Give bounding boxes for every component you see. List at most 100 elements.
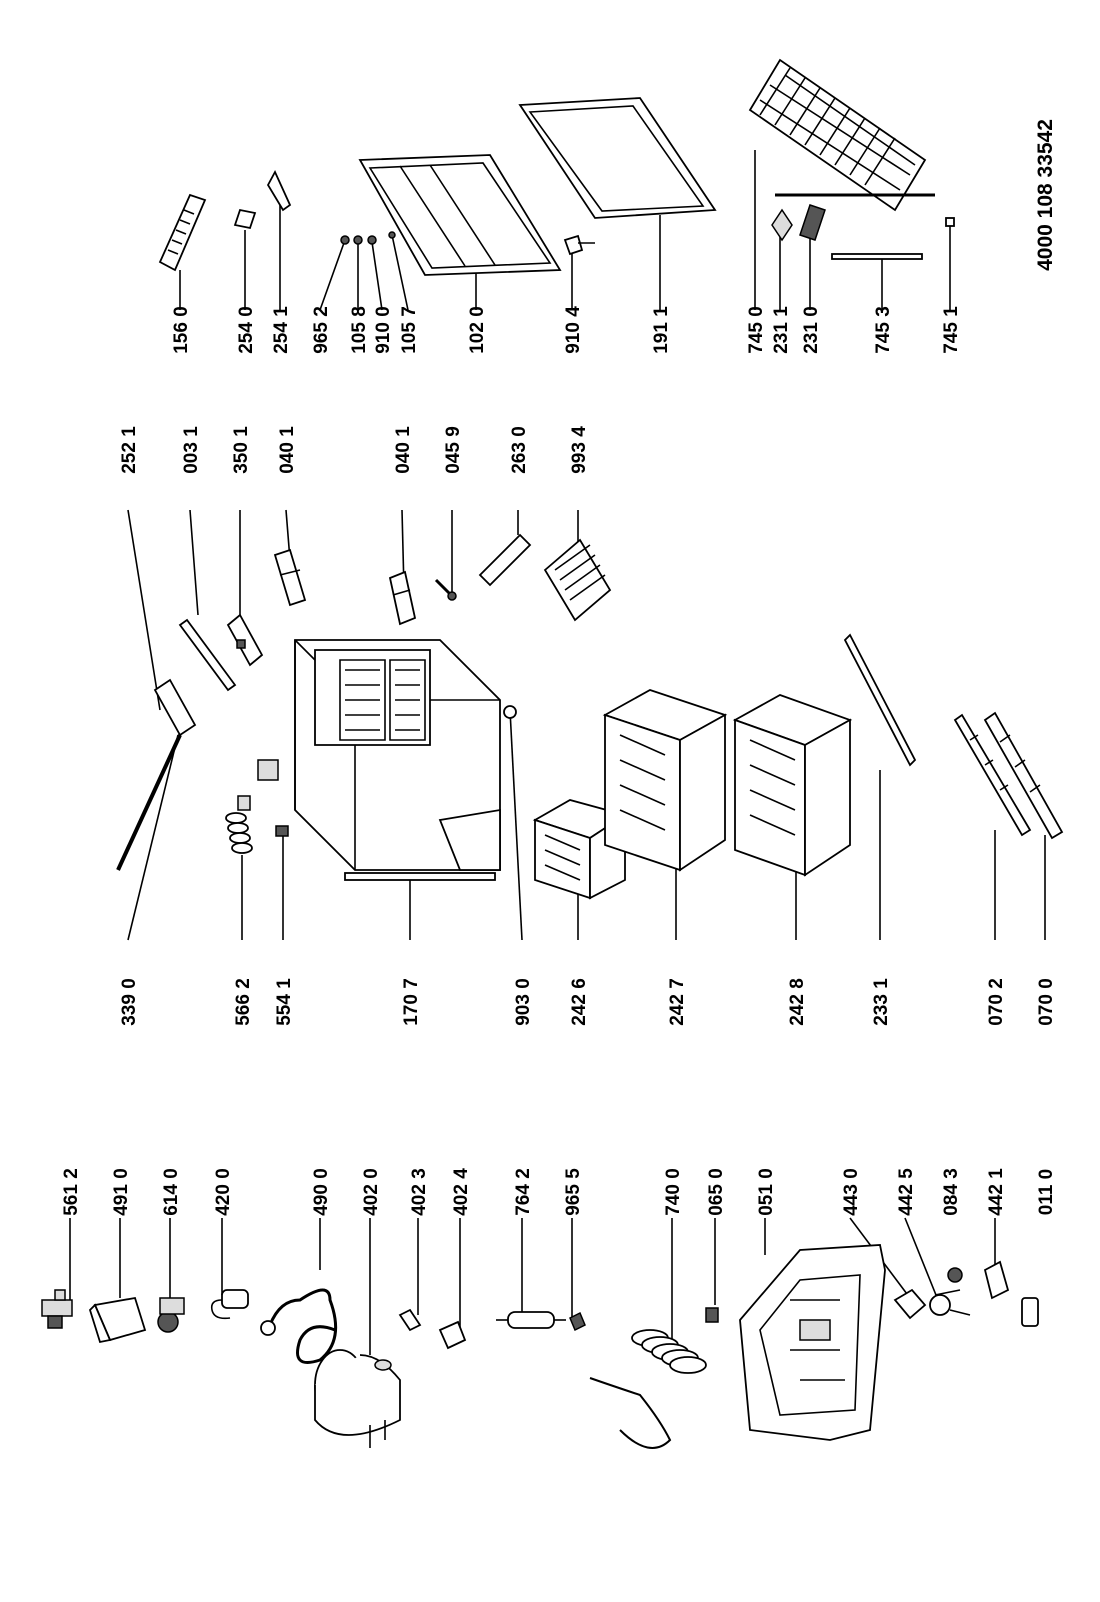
part-label-614-0: 614 0 [161, 1168, 182, 1216]
door-handle-part [266, 169, 292, 212]
small-drawer-part [532, 799, 628, 900]
ice-tray-part [158, 193, 207, 272]
grille-upper-part [953, 713, 1032, 837]
screw-part [434, 578, 457, 601]
part-label-242-8: 242 8 [787, 978, 808, 1026]
part-label-965-5: 965 5 [563, 1168, 584, 1216]
part-label-105-8: 105 8 [349, 306, 370, 354]
part-label-263-0: 263 0 [509, 426, 530, 474]
part-label-402-3: 402 3 [409, 1168, 430, 1216]
part-label-040-1: 040 1 [393, 426, 414, 474]
part-label-910-0: 910 0 [373, 306, 394, 354]
part-label-105-7: 105 7 [399, 306, 420, 354]
capacitor-part [210, 1289, 249, 1320]
valve-part [569, 1311, 586, 1332]
bracket-part [438, 1320, 467, 1350]
part-label-231-0: 231 0 [801, 306, 822, 354]
power-cable-part [260, 1288, 338, 1364]
evaporator-bar-part [831, 253, 923, 260]
part-label-156-0: 156 0 [171, 306, 192, 354]
fan-bracket-part [983, 1260, 1010, 1300]
control-panel-part [153, 678, 197, 737]
compressor-part [314, 1349, 401, 1448]
cabinet-body-part [257, 639, 501, 871]
shelf-support-part [478, 533, 532, 587]
drip-tray-part [799, 204, 826, 241]
part-label-490-0: 490 0 [311, 1168, 332, 1216]
small-cap-part [945, 217, 955, 227]
drier-part [496, 1311, 566, 1329]
door-panel-part [358, 154, 562, 276]
part-label-070-2: 070 2 [986, 978, 1007, 1026]
condenser-coil-part [589, 1329, 707, 1449]
part-label-420-0: 420 0 [213, 1168, 234, 1216]
nut-part [947, 1267, 963, 1283]
part-label-242-6: 242 6 [569, 978, 590, 1026]
parts-mid-right-col [153, 533, 612, 737]
part-label-070-0: 070 0 [1036, 978, 1057, 1026]
part-label-442-1: 442 1 [986, 1168, 1007, 1216]
part-label-191-1: 191 1 [651, 306, 672, 354]
rail-part [843, 633, 917, 767]
part-label-740-0: 740 0 [663, 1168, 684, 1216]
part-label-745-3: 745 3 [873, 306, 894, 354]
part-label-443-0: 443 0 [841, 1168, 862, 1216]
part-label-339-0: 339 0 [119, 978, 140, 1026]
parts-left-col [41, 1244, 1039, 1449]
part-label-566-2: 566 2 [233, 978, 254, 1026]
part-label-003-1: 003 1 [181, 426, 202, 474]
part-label-040-1: 040 1 [277, 426, 298, 474]
reference-number: 4000 108 33542 [1034, 119, 1057, 271]
spring-part [225, 795, 253, 854]
motor-part [893, 1288, 927, 1320]
part-label-402-4: 402 4 [451, 1168, 472, 1216]
part-label-910-4: 910 4 [563, 306, 584, 354]
part-label-065-0: 065 0 [706, 1168, 727, 1216]
part-label-051-0: 051 0 [756, 1168, 777, 1216]
part-label-903-0: 903 0 [513, 978, 534, 1026]
thermostat-part [157, 1297, 185, 1333]
door-gasket-part [518, 97, 717, 219]
latch-part [275, 825, 289, 837]
part-label-084-3: 084 3 [941, 1168, 962, 1216]
large-drawer-part [732, 694, 853, 877]
light-cover-part [178, 618, 237, 692]
part-label-745-0: 745 0 [746, 306, 767, 354]
clip-part [398, 1308, 422, 1332]
medium-drawer-part [602, 689, 728, 872]
door-bin-part [233, 208, 257, 230]
rod-part [116, 734, 182, 871]
parts-mid-left-col [116, 633, 1064, 900]
grille-lower-part [983, 711, 1064, 840]
part-label-045-9: 045 9 [443, 426, 464, 474]
part-label-491-0: 491 0 [111, 1168, 132, 1216]
hinge-lower-part [388, 570, 417, 626]
part-label-254-0: 254 0 [236, 306, 257, 354]
part-label-254-1: 254 1 [271, 306, 292, 354]
switch-part [226, 613, 264, 667]
part-label-350-1: 350 1 [231, 426, 252, 474]
part-label-102-0: 102 0 [467, 306, 488, 354]
part-label-011-0: 011 0 [1036, 1169, 1057, 1216]
evaporator-racks-part [748, 58, 935, 212]
grommet-part [705, 1307, 719, 1323]
leader-lines-right-col [179, 150, 951, 311]
fan-part [929, 1289, 971, 1316]
door-hinge-pin-part [563, 234, 595, 256]
part-label-231-1: 231 1 [771, 306, 792, 354]
part-label-442-5: 442 5 [896, 1168, 917, 1216]
part-label-561-2: 561 2 [61, 1168, 82, 1216]
strip-part [344, 872, 496, 881]
parts-right-col [158, 58, 955, 276]
cover-part [88, 1296, 147, 1344]
part-label-554-1: 554 1 [274, 978, 295, 1026]
hinge-upper-part [273, 548, 307, 607]
part-label-233-1: 233 1 [871, 978, 892, 1026]
leader-lines-mid-right-col [127, 509, 579, 711]
part-label-764-2: 764 2 [513, 1168, 534, 1216]
label-plate-part [771, 208, 793, 242]
knob-part [503, 705, 517, 719]
part-label-252-1: 252 1 [119, 426, 140, 474]
